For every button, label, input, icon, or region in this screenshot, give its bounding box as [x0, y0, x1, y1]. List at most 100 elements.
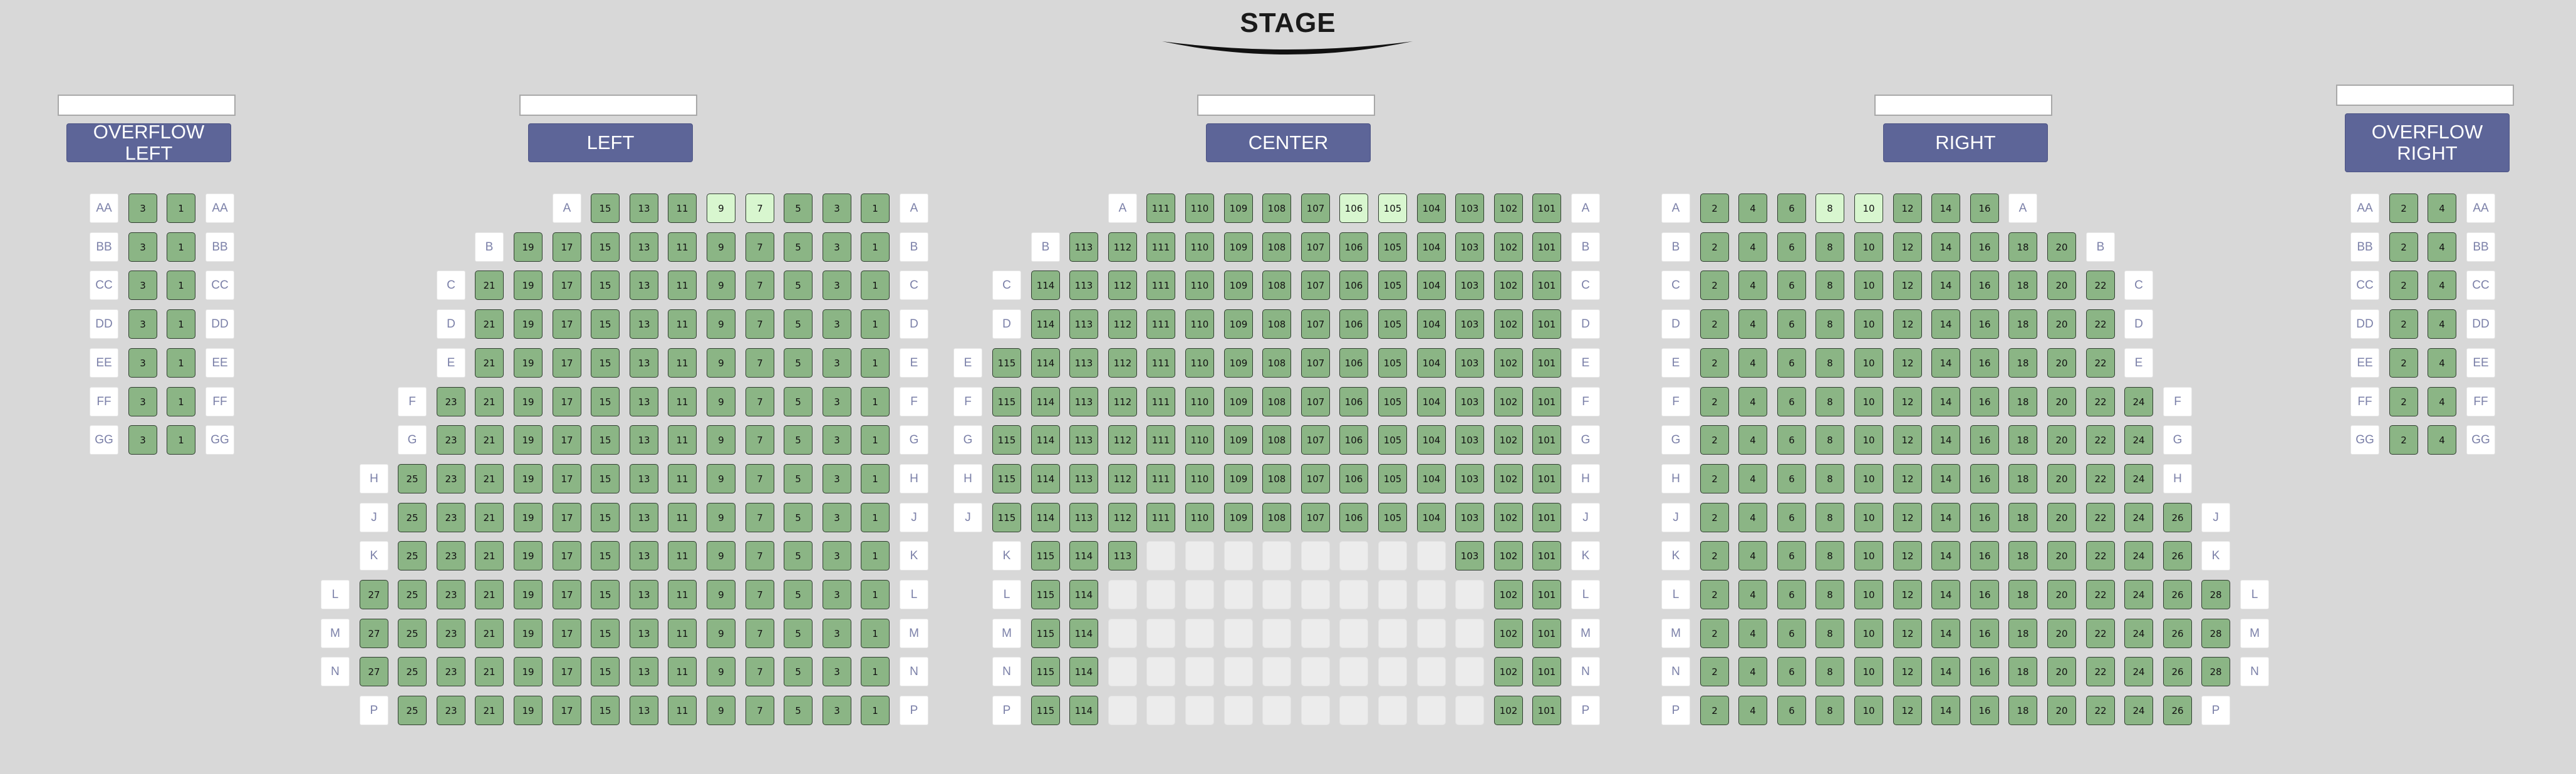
- seat[interactable]: 13: [630, 580, 658, 609]
- seat[interactable]: 10: [1854, 580, 1883, 609]
- seat[interactable]: 5: [784, 464, 813, 493]
- seat[interactable]: 20: [2047, 619, 2076, 648]
- seat[interactable]: 14: [1931, 657, 1960, 686]
- seat[interactable]: 106: [1339, 464, 1368, 493]
- seat[interactable]: 18: [2008, 696, 2037, 725]
- seat[interactable]: 17: [553, 271, 581, 300]
- seat[interactable]: 15: [591, 619, 620, 648]
- seat[interactable]: 114: [1069, 619, 1098, 648]
- seat[interactable]: 3: [823, 503, 851, 532]
- seat[interactable]: 1: [861, 271, 890, 300]
- seat[interactable]: 5: [784, 309, 813, 339]
- seat[interactable]: 1: [861, 425, 890, 455]
- seat[interactable]: 18: [2008, 425, 2037, 455]
- seat[interactable]: 103: [1455, 309, 1484, 339]
- seat[interactable]: 3: [823, 619, 851, 648]
- seat[interactable]: 12: [1893, 696, 1922, 725]
- seat[interactable]: 113: [1108, 541, 1137, 570]
- seat[interactable]: 9: [707, 503, 735, 532]
- seat[interactable]: 21: [475, 580, 504, 609]
- seat[interactable]: 11: [668, 425, 697, 455]
- seat[interactable]: 27: [360, 580, 388, 609]
- seat[interactable]: 24: [2124, 657, 2153, 686]
- seat[interactable]: 3: [128, 194, 157, 223]
- seat[interactable]: 28: [2201, 619, 2230, 648]
- seat[interactable]: 28: [2201, 580, 2230, 609]
- seat[interactable]: 2: [1700, 503, 1729, 532]
- seat[interactable]: 110: [1185, 194, 1214, 223]
- seat[interactable]: 13: [630, 619, 658, 648]
- seat[interactable]: 103: [1455, 425, 1484, 455]
- seat[interactable]: 102: [1494, 271, 1523, 300]
- seat[interactable]: 103: [1455, 387, 1484, 416]
- seat[interactable]: 17: [553, 309, 581, 339]
- seat[interactable]: 114: [1031, 271, 1060, 300]
- seat[interactable]: 102: [1494, 541, 1523, 570]
- seat[interactable]: 6: [1777, 580, 1806, 609]
- seat[interactable]: 9: [707, 271, 735, 300]
- seat[interactable]: 13: [630, 271, 658, 300]
- seat[interactable]: 7: [745, 387, 774, 416]
- seat[interactable]: 113: [1069, 387, 1098, 416]
- seat[interactable]: 15: [591, 541, 620, 570]
- seat[interactable]: 103: [1455, 271, 1484, 300]
- seat[interactable]: 4: [1738, 271, 1767, 300]
- seat[interactable]: 10: [1854, 387, 1883, 416]
- seat[interactable]: 113: [1069, 464, 1098, 493]
- seat[interactable]: 19: [514, 387, 543, 416]
- seat[interactable]: 112: [1108, 387, 1137, 416]
- seat[interactable]: 107: [1301, 387, 1330, 416]
- seat[interactable]: 11: [668, 541, 697, 570]
- seat[interactable]: 18: [2008, 503, 2037, 532]
- seat[interactable]: 15: [591, 696, 620, 725]
- seat[interactable]: 3: [128, 348, 157, 378]
- seat[interactable]: 7: [745, 696, 774, 725]
- seat[interactable]: 19: [514, 271, 543, 300]
- seat[interactable]: 2: [2389, 425, 2418, 455]
- seat[interactable]: 3: [823, 541, 851, 570]
- seat[interactable]: 21: [475, 348, 504, 378]
- right-filter-input[interactable]: [1874, 95, 2052, 116]
- seat[interactable]: 108: [1262, 503, 1291, 532]
- seat[interactable]: 107: [1301, 194, 1330, 223]
- seat[interactable]: 16: [1970, 271, 1999, 300]
- seat[interactable]: 11: [668, 309, 697, 339]
- seat[interactable]: 17: [553, 657, 581, 686]
- seat[interactable]: 26: [2163, 619, 2192, 648]
- seat[interactable]: 8: [1815, 657, 1844, 686]
- seat[interactable]: 1: [861, 464, 890, 493]
- seat[interactable]: 108: [1262, 464, 1291, 493]
- seat[interactable]: 103: [1455, 348, 1484, 378]
- seat[interactable]: 3: [823, 309, 851, 339]
- seat[interactable]: 14: [1931, 541, 1960, 570]
- seat[interactable]: 109: [1224, 348, 1253, 378]
- seat[interactable]: 20: [2047, 348, 2076, 378]
- seat[interactable]: 5: [784, 619, 813, 648]
- seat[interactable]: 101: [1532, 387, 1561, 416]
- seat[interactable]: 17: [553, 425, 581, 455]
- seat[interactable]: 18: [2008, 657, 2037, 686]
- seat[interactable]: 14: [1931, 696, 1960, 725]
- seat[interactable]: 109: [1224, 271, 1253, 300]
- seat[interactable]: 101: [1532, 348, 1561, 378]
- seat[interactable]: 3: [823, 696, 851, 725]
- seat[interactable]: 114: [1031, 348, 1060, 378]
- seat[interactable]: 115: [1031, 541, 1060, 570]
- seat[interactable]: 10: [1854, 619, 1883, 648]
- seat[interactable]: 110: [1185, 232, 1214, 262]
- seat[interactable]: 107: [1301, 503, 1330, 532]
- seat[interactable]: 1: [167, 348, 195, 378]
- right-section-button[interactable]: RIGHT: [1883, 123, 2048, 162]
- seat[interactable]: 24: [2124, 541, 2153, 570]
- seat[interactable]: 17: [553, 541, 581, 570]
- seat[interactable]: 7: [745, 657, 774, 686]
- seat[interactable]: 107: [1301, 348, 1330, 378]
- seat[interactable]: 22: [2086, 348, 2115, 378]
- seat[interactable]: 115: [992, 425, 1021, 455]
- seat[interactable]: 2: [1700, 309, 1729, 339]
- seat[interactable]: 111: [1146, 271, 1175, 300]
- seat[interactable]: 2: [1700, 387, 1729, 416]
- seat[interactable]: 6: [1777, 696, 1806, 725]
- seat[interactable]: 107: [1301, 271, 1330, 300]
- seat[interactable]: 8: [1815, 619, 1844, 648]
